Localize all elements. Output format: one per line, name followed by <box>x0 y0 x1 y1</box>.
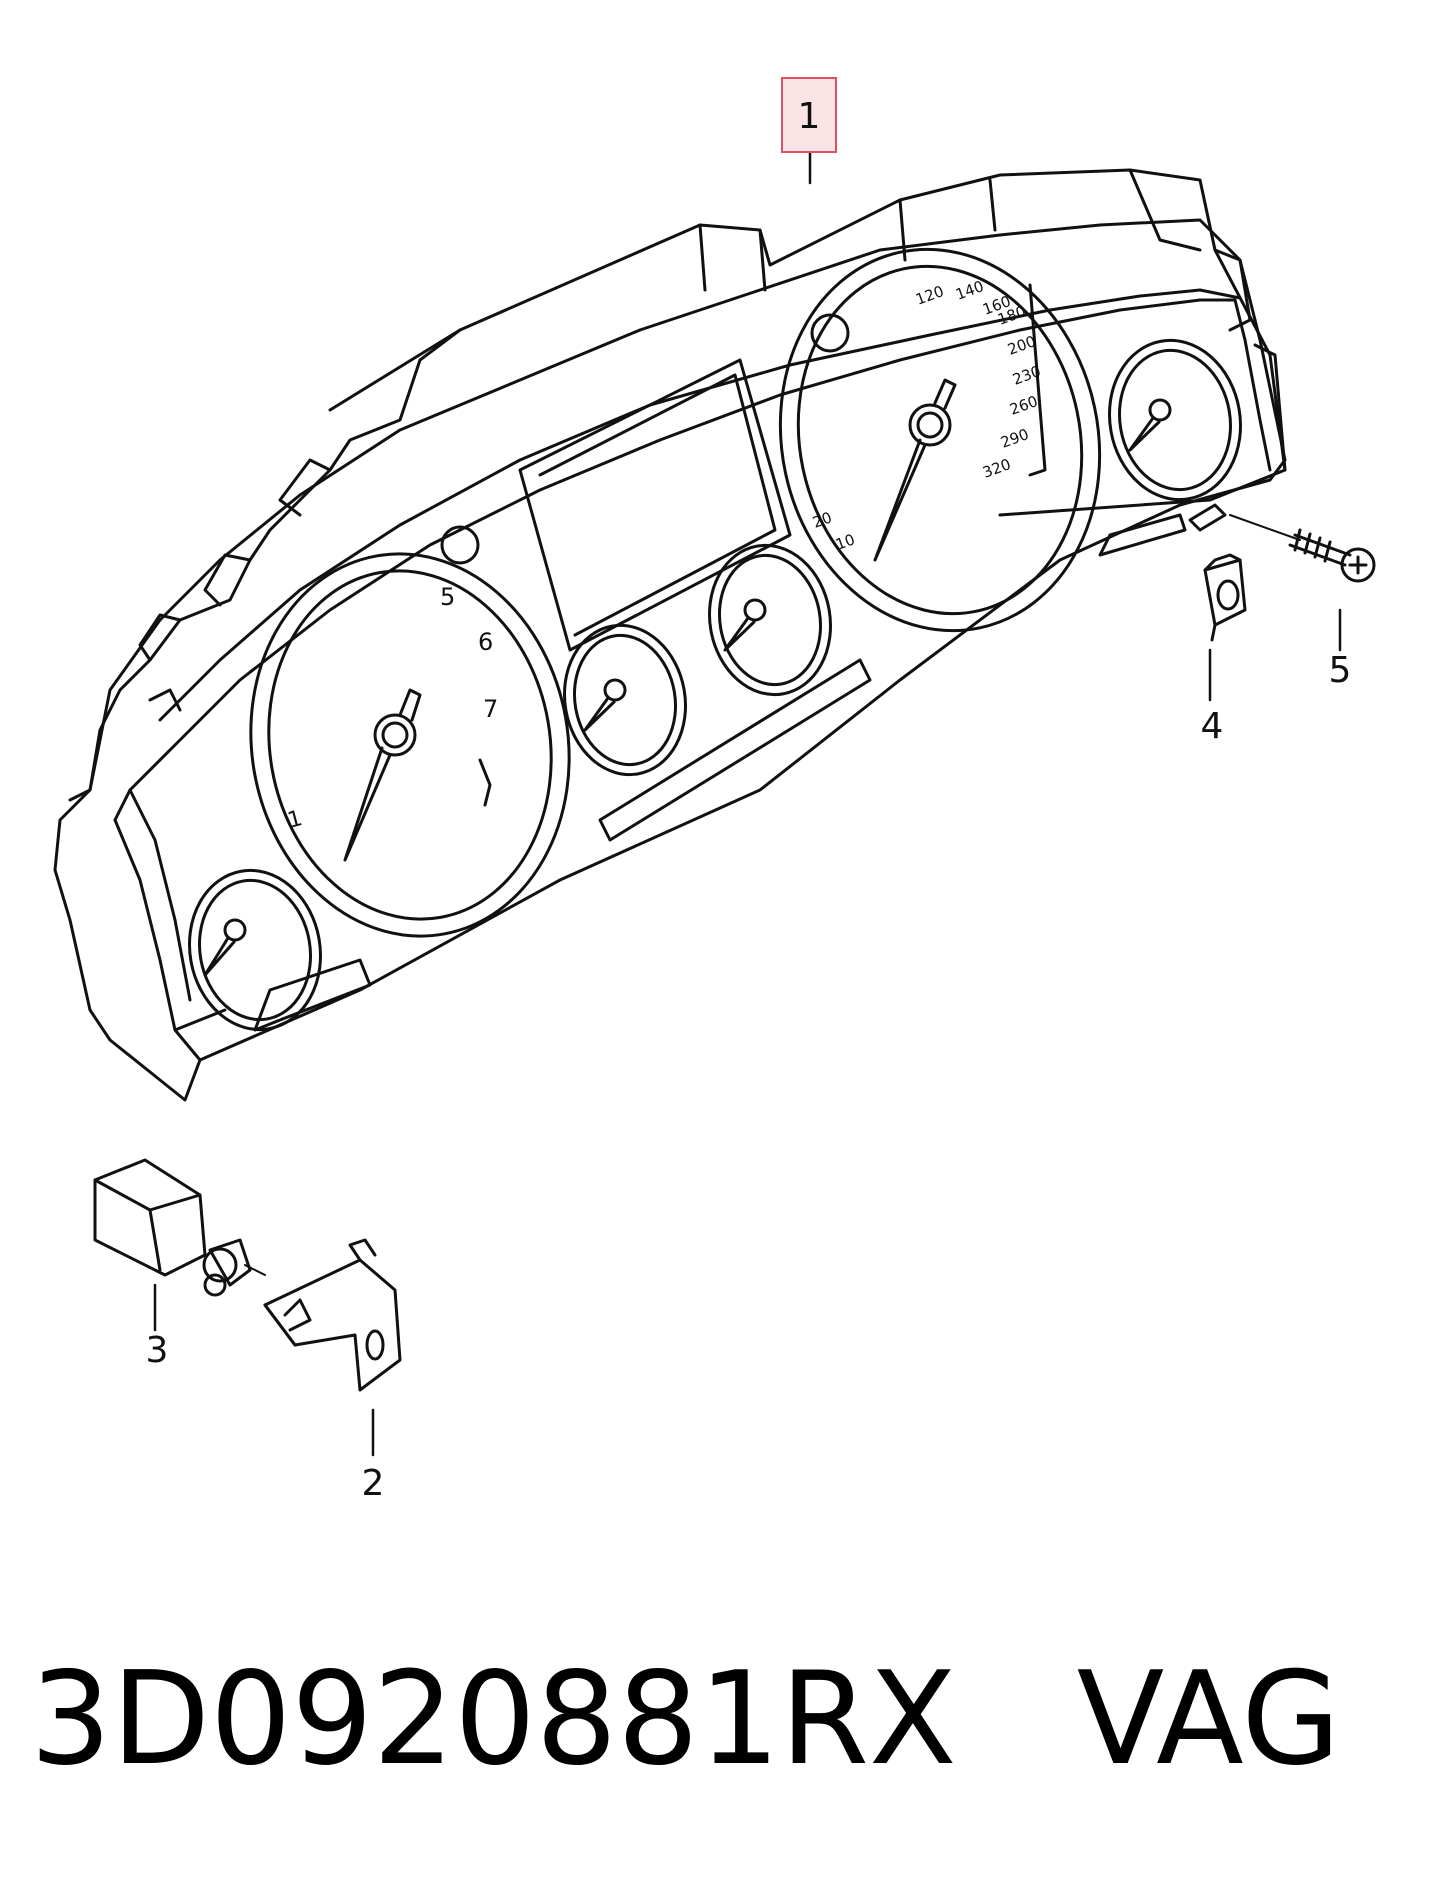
indicator-lamp-left <box>440 525 480 565</box>
part-number-caption: 3D0920881RX VAG <box>30 1645 1430 1795</box>
callout-3: 3 <box>146 1330 169 1371</box>
speedometer-scale-labels: 10 20 120 140 160 180 200 230 260 290 32… <box>810 277 1043 554</box>
tach-label-1: 1 <box>285 806 305 834</box>
small-gauge-center-left <box>562 623 688 777</box>
retaining-clip-part-4 <box>1203 553 1247 642</box>
part-number: 3D0920881RX <box>30 1645 957 1794</box>
bracket-part-2 <box>263 1238 402 1392</box>
speed-label-260: 260 <box>1007 392 1040 419</box>
speed-label-290: 290 <box>998 425 1031 452</box>
small-gauge-bottom-left <box>187 868 323 1032</box>
speed-label-320: 320 <box>980 455 1013 482</box>
screw-part-5 <box>1229 514 1376 583</box>
tach-label-6: 6 <box>478 628 493 656</box>
speed-label-20: 20 <box>810 508 834 531</box>
speed-label-120: 120 <box>913 282 946 309</box>
bulb-holder-part-3 <box>93 1158 266 1297</box>
tach-label-7: 7 <box>483 695 498 723</box>
callout-1-highlight-box <box>781 77 837 153</box>
callout-4: 4 <box>1201 706 1224 747</box>
callout-2: 2 <box>362 1463 385 1504</box>
lcd-display-screen <box>518 358 792 652</box>
brand-name: VAG <box>1076 1645 1341 1794</box>
instrument-cluster-housing <box>53 168 1287 1102</box>
leader-lines <box>153 148 1342 1457</box>
small-gauge-center-right <box>707 543 833 697</box>
speed-label-200: 200 <box>1005 332 1038 359</box>
tachometer-scale-labels: 1 5 6 7 <box>285 583 498 834</box>
callout-1: 1 <box>798 96 821 137</box>
small-gauge-right <box>1107 338 1243 502</box>
speed-label-10: 10 <box>833 530 857 553</box>
tach-label-5: 5 <box>440 583 455 611</box>
speedometer-gauge <box>778 247 1102 633</box>
tachometer-gauge <box>249 552 571 938</box>
callout-5: 5 <box>1329 650 1352 691</box>
speed-label-140: 140 <box>953 277 986 304</box>
indicator-lamp-right <box>810 313 850 353</box>
